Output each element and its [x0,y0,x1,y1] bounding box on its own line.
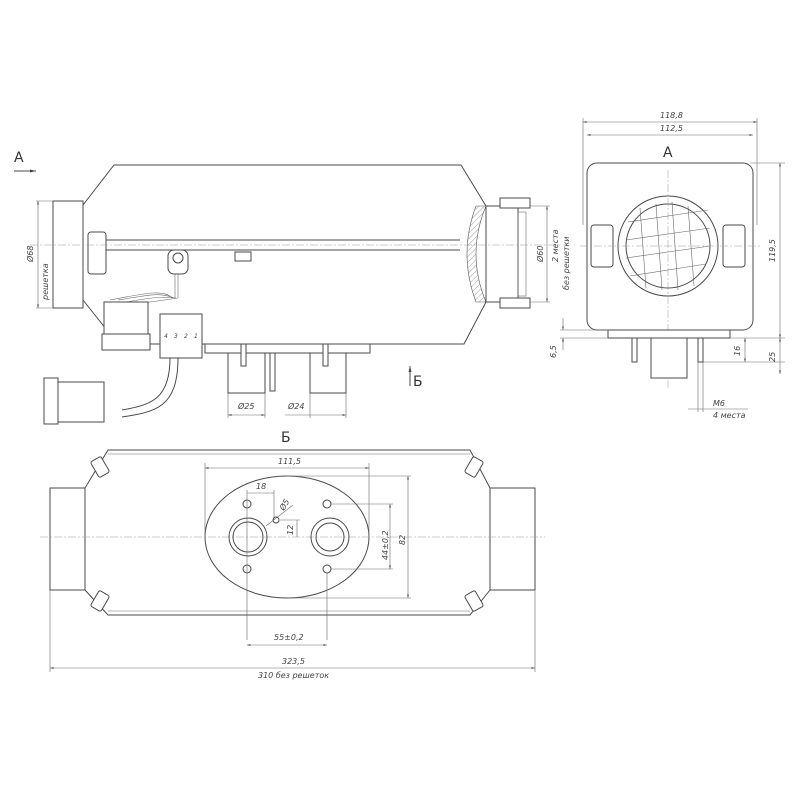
bottom-height-label: 25 [768,352,777,362]
outlet-tube [485,205,519,303]
clip [90,590,110,612]
plate-height-label: 82 [398,535,407,545]
stud-thread-label: М6 [713,399,725,408]
outlet-clamp-top [499,197,531,209]
side-view: А 4 3 2 1 Ø [14,150,571,425]
fuel-hole [272,516,280,524]
outlet-section-hatch [466,205,487,303]
inlet-grille [52,200,84,309]
stud-count-label: 4 места [713,411,746,420]
intake-hole [310,517,350,557]
plate-width-label: 111,5 [278,457,301,466]
length-no-grilles-label: 310 без решеток [258,671,329,680]
rod-clamp-left [87,231,107,275]
clip [90,456,110,478]
connector-pin-2: 2 [184,333,188,340]
view-arrow-b-label: Б [413,374,423,390]
inlet-grille [49,487,86,591]
connector-pin-4: 4 [164,333,168,340]
stud-vertical-label: 44±0,2 [381,530,390,560]
view-b-title: Б [281,430,291,446]
connector-left-housing [101,333,151,351]
view-b: Б 111,5 18 Ø5 12 [40,430,545,680]
hole-offset-label: 18 [256,482,266,491]
view-a: А 118,8 112,5 119,5 25 16 [549,111,785,420]
cable-clip [167,249,189,275]
grille-diameter-label: Ø68 [25,246,35,263]
pipe-block [650,337,688,379]
outlet-tube [489,487,536,591]
pipe2-diameter-label: Ø24 [287,401,304,411]
overall-length-label: 323,5 [282,657,305,666]
view-a-title: А [663,145,673,161]
body-tab [234,251,252,262]
outlet-no-grille-note: без решетки [562,236,571,290]
fuel-pipe [269,352,276,392]
connector-4pin-left [103,301,149,335]
height-label: 119,5 [768,239,777,262]
power-connector-cap [43,377,59,425]
outlet-places-note: 2 места [551,229,560,262]
overall-width-label: 118,8 [660,111,683,120]
stud [322,343,329,367]
mounting-plate [204,343,371,354]
plate-thickness-label: 6,5 [549,345,558,358]
connector-4pin-right [159,313,203,359]
connector-pin-1: 1 [194,333,198,340]
exhaust-hole-inner [232,521,264,553]
outlet-diameter-label: Ø60 [535,246,545,263]
clip [464,590,484,612]
stud-hole [322,499,332,509]
grille-note: решетка [41,263,50,301]
stud [240,343,247,367]
outlet-clamp-bottom [499,297,531,309]
stud-horizontal-label: 55±0,2 [274,633,304,642]
stud-hole [322,564,332,574]
pipe1-diameter-label: Ø25 [237,401,254,411]
view-arrow-a-label: А [14,150,24,166]
stud [631,337,638,363]
clip [464,456,484,478]
small-hole-leader [265,504,294,527]
small-hole-diameter-label: Ø5 [277,497,292,513]
wire-harness [109,274,179,305]
outlet-grille [517,211,527,297]
connector-pin-3: 3 [174,333,178,340]
body-width-label: 112,5 [660,124,683,133]
power-connector [57,381,105,423]
power-cable [121,357,179,418]
exhaust-hole [228,517,268,557]
cable-clip-hole [172,252,184,264]
stud-length-label: 16 [733,346,742,356]
mounting-plate [607,329,731,339]
intake-hole-inner [315,522,345,552]
hole-vertical-label: 12 [286,525,295,535]
stud [697,337,704,363]
